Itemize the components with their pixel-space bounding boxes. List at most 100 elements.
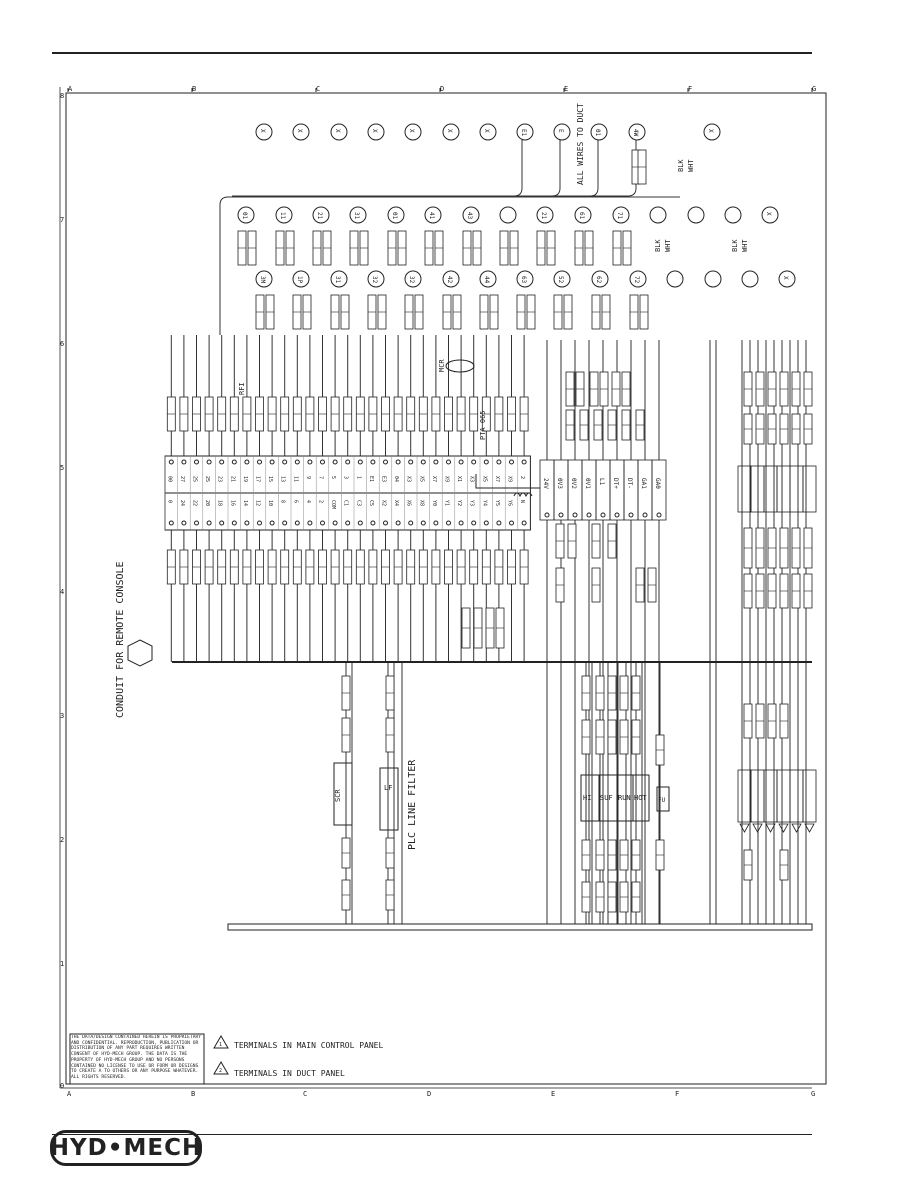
svg-text:LF: LF	[384, 784, 392, 792]
coil-symbol	[513, 492, 533, 498]
terminal-circle-label: X	[765, 212, 772, 216]
terminal-screw	[181, 459, 187, 465]
terminal-screw	[269, 459, 275, 465]
terminal-circle-label: X	[371, 129, 378, 133]
terminal-screw	[294, 459, 300, 465]
right-terminal-label: DT-	[626, 478, 633, 489]
terminal-screw	[181, 520, 187, 526]
terminal-top-label: 00	[166, 476, 172, 482]
terminal-top-label: 19	[242, 476, 248, 482]
right-terminal-label: 0V1	[584, 478, 591, 489]
terminal-screw	[471, 459, 477, 465]
terminal-top-label: 25	[204, 476, 210, 482]
terminal-bottom-label: 22	[192, 500, 198, 506]
terminal-screw	[642, 512, 648, 518]
terminal-circle-top	[628, 123, 646, 141]
terminal-screw	[521, 520, 527, 526]
terminal-circle-top	[404, 123, 422, 141]
terminal-circle-label: X	[707, 129, 714, 133]
terminal-circle-top	[442, 123, 460, 141]
pta-label: PTA 065	[479, 410, 487, 440]
terminal-bottom-label: C5	[368, 500, 374, 506]
terminal-top-label: 27	[179, 476, 185, 482]
terminal-screw	[357, 520, 363, 526]
notice-box	[69, 1033, 205, 1085]
diode-symbol	[804, 823, 815, 833]
svg-text:FU: FU	[658, 797, 666, 804]
terminal-circle-label: 32	[408, 276, 415, 284]
terminal-circle-label: 01	[241, 212, 248, 220]
terminal-screw	[458, 520, 464, 526]
terminal-circle-top	[330, 123, 348, 141]
terminal-screw	[307, 520, 313, 526]
terminal-circle-mid	[574, 206, 592, 224]
conduit-hexagon	[127, 639, 153, 667]
terminal-circle-label: 63	[520, 276, 527, 284]
wht-label-3: WHT	[741, 239, 749, 252]
terminal-top-label: X5	[481, 476, 487, 482]
svg-text:SUF: SUF	[600, 794, 613, 802]
terminal-screw	[483, 459, 489, 465]
conduit-label: CONDUIT FOR REMOTE CONSOLE	[115, 561, 126, 718]
terminal-circle-mid	[649, 206, 667, 224]
right-terminal-label: GA1	[640, 478, 647, 489]
border-row-label: 1	[60, 960, 64, 968]
terminal-circle-label: X	[446, 129, 453, 133]
terminal-top-label: X3	[406, 476, 412, 482]
terminal-circle-mid	[312, 206, 330, 224]
border-col-label-top: B	[192, 85, 196, 93]
terminal-screw	[614, 512, 620, 518]
terminal-circle-label: 21	[540, 212, 547, 220]
border-col-label-top: C	[316, 85, 320, 93]
terminal-screw	[282, 520, 288, 526]
terminal-bottom-label: Y5	[494, 500, 500, 506]
terminal-circle-mid	[761, 206, 779, 224]
terminal-circle-mid	[536, 206, 554, 224]
border-row-label: 3	[60, 712, 64, 720]
terminal-bottom-label: C3	[355, 500, 361, 506]
terminal-screw	[395, 459, 401, 465]
terminal-circle-low	[330, 270, 348, 288]
terminal-screw	[496, 520, 502, 526]
terminal-top-label: 11	[292, 476, 298, 482]
terminal-bottom-label: Y4	[481, 500, 487, 506]
diode-symbol	[765, 823, 776, 833]
border-col-label-bottom: E	[551, 1090, 555, 1098]
terminal-circle-label: X	[483, 129, 490, 133]
right-terminal-block	[802, 465, 817, 513]
right-terminal-label: 0V2	[570, 478, 577, 489]
terminal-top-label: 5	[330, 476, 336, 479]
terminal-screw	[395, 520, 401, 526]
border-col-label-top: A	[68, 85, 73, 93]
border-col-label-bottom: F	[675, 1090, 679, 1098]
blk-label-2: BLK	[654, 239, 662, 252]
right-terminal-cell	[595, 459, 611, 521]
wire-duct-riser	[232, 140, 599, 197]
right-terminal-cell	[623, 459, 639, 521]
terminal-screw	[509, 459, 514, 465]
border-row-label: 7	[60, 216, 64, 224]
terminal-circle-low	[629, 270, 647, 288]
terminal-screw	[370, 520, 376, 526]
terminal-circle-low	[666, 270, 684, 288]
border-row-label: 5	[60, 464, 64, 472]
terminal-screw	[420, 520, 426, 526]
wht-label-2: WHT	[664, 239, 672, 252]
right-terminal-label: L1	[598, 478, 605, 486]
terminal-bottom-label: X4	[393, 500, 399, 506]
terminal-screw	[257, 459, 262, 465]
terminal-bottom-label: 6	[292, 500, 298, 503]
relay-hot: HOT	[632, 774, 650, 822]
line-filter-block: LF	[379, 767, 399, 831]
terminal-top-label: X9	[507, 476, 513, 482]
terminal-circle-label: 3M	[259, 276, 266, 284]
terminal-circle-mid	[612, 206, 630, 224]
right-lower-block	[776, 769, 791, 823]
terminal-bottom-label: 14	[242, 500, 248, 506]
terminal-circle-label: 11	[279, 212, 286, 220]
terminal-top-label: 25	[192, 476, 198, 482]
terminal-screw	[370, 459, 376, 465]
terminal-top-label: 04	[393, 476, 399, 482]
terminal-circle-label: E1	[520, 129, 527, 137]
terminal-circle-top	[292, 123, 310, 141]
